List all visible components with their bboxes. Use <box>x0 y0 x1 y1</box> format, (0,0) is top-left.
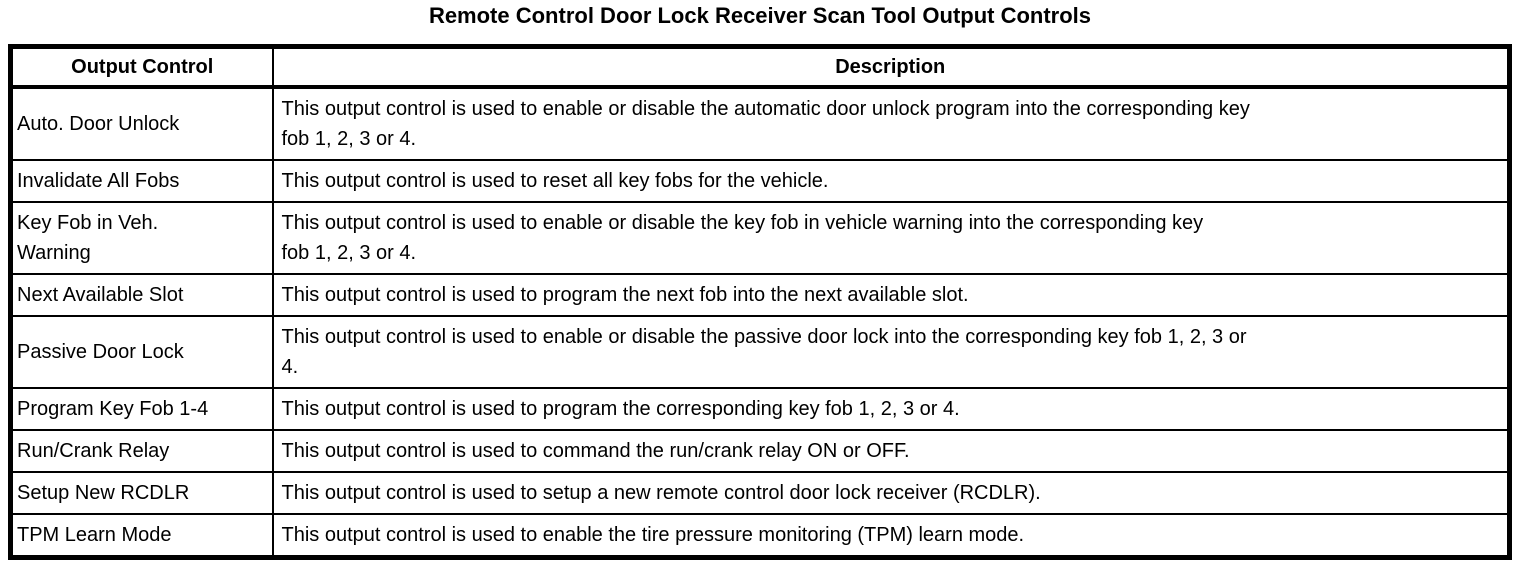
table-row: TPM Learn Mode This output control is us… <box>9 513 1511 559</box>
description-cell: This output control is used to program t… <box>271 273 1511 317</box>
table-body: Auto. Door Unlock This output control is… <box>9 86 1511 559</box>
table-row: Key Fob in Veh. Warning This output cont… <box>9 201 1511 275</box>
description-cell: This output control is used to enable or… <box>271 201 1511 275</box>
table-row: Passive Door Lock This output control is… <box>9 315 1511 389</box>
table-row: Auto. Door Unlock This output control is… <box>9 86 1511 161</box>
table-row: Program Key Fob 1-4 This output control … <box>9 387 1511 431</box>
table-row: Run/Crank Relay This output control is u… <box>9 429 1511 473</box>
table-row: Next Available Slot This output control … <box>9 273 1511 317</box>
output-control-cell: Run/Crank Relay <box>9 429 274 473</box>
output-control-cell: Program Key Fob 1-4 <box>9 387 274 431</box>
description-cell: This output control is used to setup a n… <box>271 471 1511 515</box>
table-row: Invalidate All Fobs This output control … <box>9 159 1511 203</box>
description-cell: This output control is used to reset all… <box>271 159 1511 203</box>
page-title: Remote Control Door Lock Receiver Scan T… <box>428 3 1092 28</box>
column-header-output-control: Output Control <box>9 45 274 89</box>
column-header-description: Description <box>271 45 1511 89</box>
header-row: Output Control Description <box>9 45 1511 89</box>
description-cell: This output control is used to enable th… <box>271 513 1511 559</box>
output-control-cell: Auto. Door Unlock <box>9 86 274 161</box>
output-control-cell: Setup New RCDLR <box>9 471 274 515</box>
output-control-cell: Invalidate All Fobs <box>9 159 274 203</box>
output-control-cell: Passive Door Lock <box>9 315 274 389</box>
output-control-cell: TPM Learn Mode <box>9 513 274 559</box>
table-row: Setup New RCDLR This output control is u… <box>9 471 1511 515</box>
description-cell: This output control is used to enable or… <box>271 315 1511 389</box>
output-control-cell: Key Fob in Veh. Warning <box>9 201 274 275</box>
description-cell: This output control is used to command t… <box>271 429 1511 473</box>
description-cell: This output control is used to program t… <box>271 387 1511 431</box>
output-control-cell: Next Available Slot <box>9 273 274 317</box>
output-controls-table: Output Control Description Auto. Door Un… <box>8 44 1512 560</box>
table-header: Output Control Description <box>9 45 1511 89</box>
description-cell: This output control is used to enable or… <box>271 86 1511 161</box>
